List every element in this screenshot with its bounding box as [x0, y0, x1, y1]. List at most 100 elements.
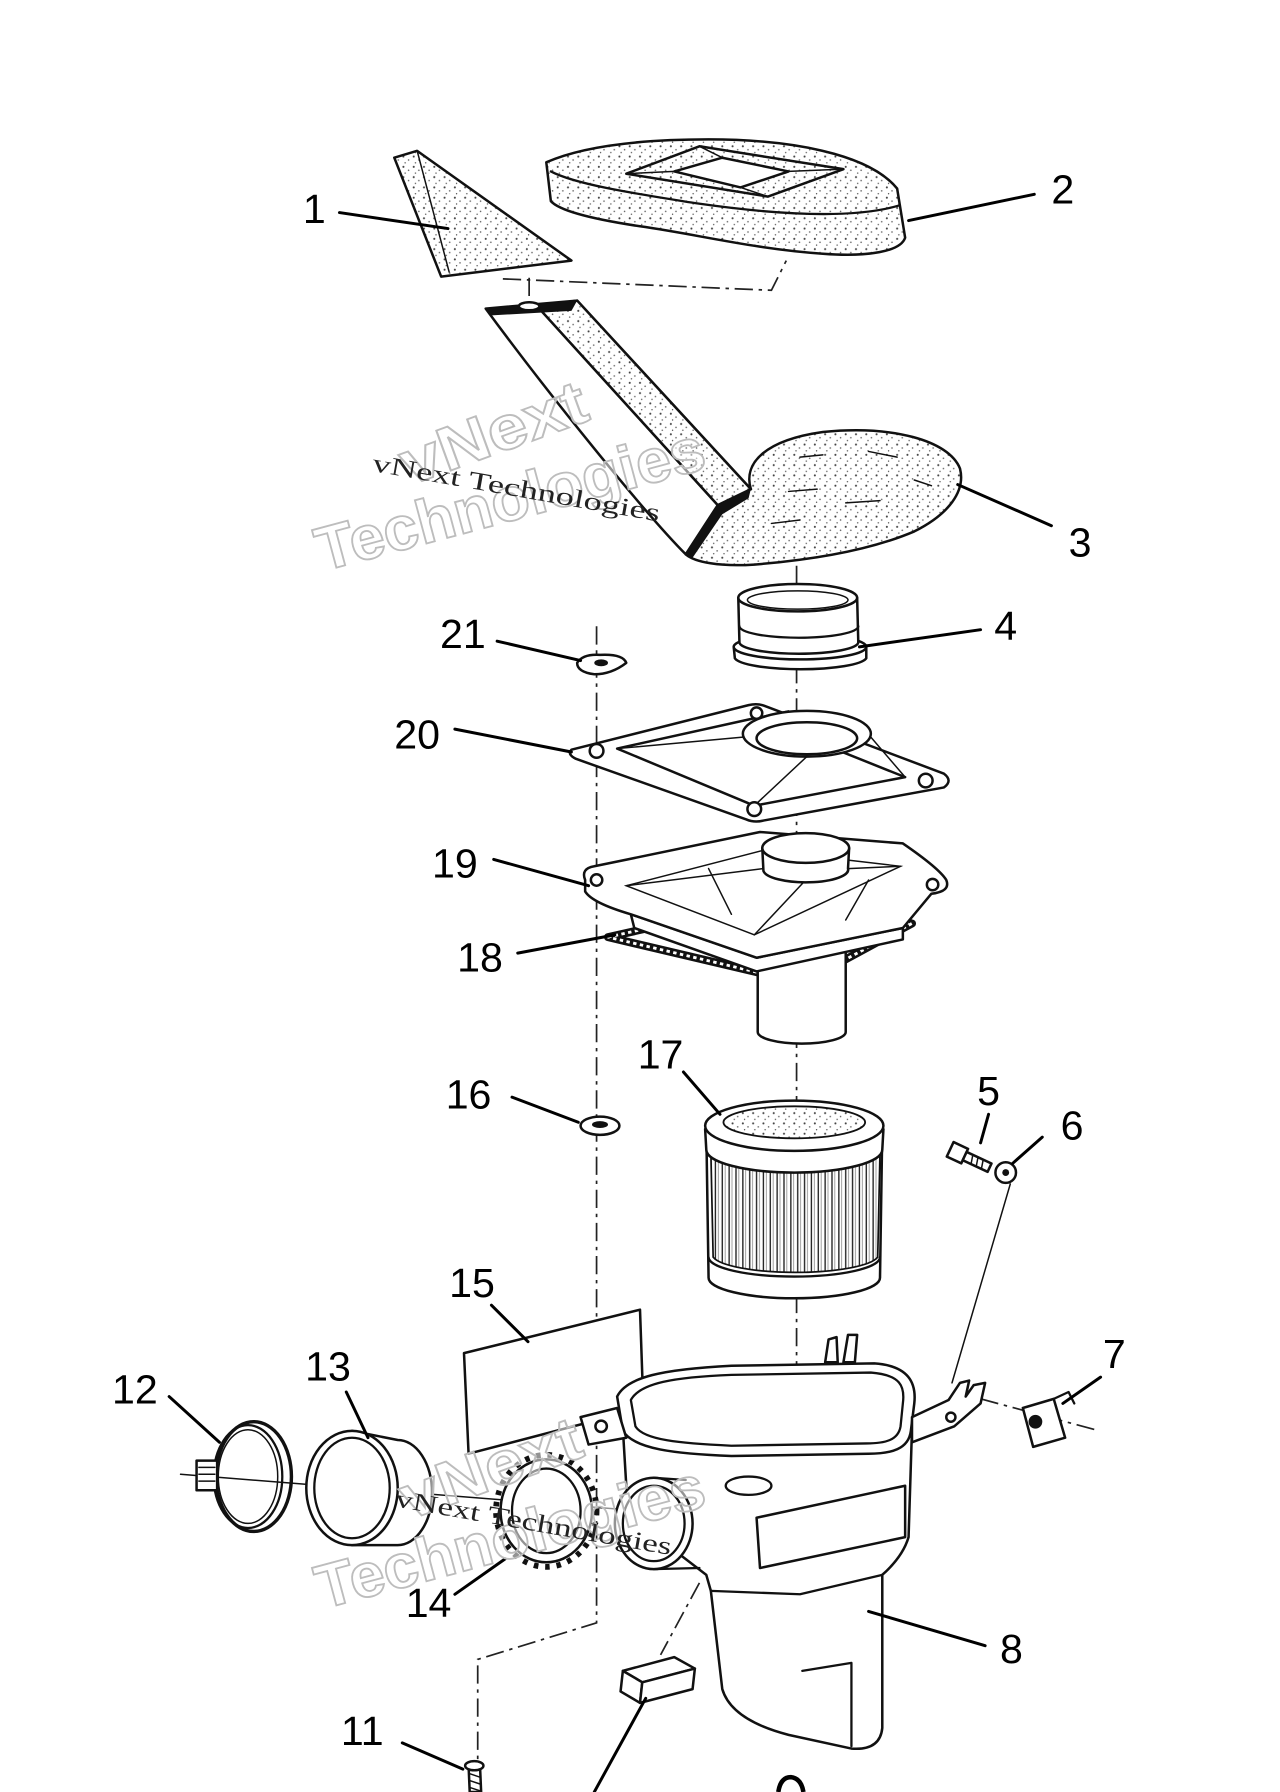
housing-lower-box-edge: [709, 1573, 884, 1596]
plate-hole-bottom: [746, 801, 763, 818]
part-3-cover: [484, 299, 963, 567]
bolt-thread: [970, 1154, 984, 1170]
housing-top-prong-left: [823, 1335, 839, 1364]
lid-neck-opening: [761, 831, 851, 865]
leader-14: [453, 1557, 507, 1596]
coupling-rib: [738, 625, 860, 639]
plate-hole-right: [917, 772, 934, 789]
leader-4: [857, 628, 983, 649]
lid-tab-hole-right: [925, 877, 940, 892]
housing-outlet-opening: [621, 1484, 686, 1563]
boot-front-opening: [313, 1436, 391, 1540]
housing-rim: [615, 1362, 916, 1458]
clamp-band-inner: [217, 1428, 279, 1525]
part-17-filter: [703, 1099, 885, 1300]
clip-nut-hook: [1052, 1390, 1076, 1405]
callout-7: 7: [1103, 1331, 1126, 1377]
plate-neck-opening: [755, 721, 859, 756]
part-21-clip: [575, 653, 628, 676]
cover-dome: [684, 429, 963, 567]
part-19-lid: [582, 830, 949, 1045]
clip-nut-body: [1021, 1397, 1067, 1449]
leader-18: [516, 933, 617, 955]
part-7-clip-nut: [1021, 1390, 1076, 1449]
leader-19: [492, 857, 591, 888]
plate-ridges: [616, 710, 906, 807]
lid-tube: [756, 947, 847, 1045]
callout-21: 21: [440, 611, 486, 657]
foam-pad-top-edge: [549, 170, 900, 216]
cover-fin-bottom-face: [685, 489, 751, 558]
part-12-clamp: [195, 1419, 294, 1534]
flap-edge: [416, 150, 450, 273]
leader-15: [489, 1303, 530, 1344]
callout-3: 3: [1069, 520, 1092, 566]
callout-20: 20: [394, 712, 440, 758]
part-6-washer: [994, 1161, 1018, 1185]
lid-body: [582, 830, 949, 959]
callout-15: 15: [449, 1260, 495, 1306]
callout-19: 19: [432, 841, 478, 887]
callout-13: 13: [305, 1344, 351, 1390]
coupling-top-opening: [737, 582, 859, 613]
housing-bracket-hole: [945, 1411, 957, 1423]
leader-block: [592, 1696, 648, 1792]
housing-emblem: [724, 1475, 773, 1496]
leader-17: [681, 1070, 722, 1116]
cover-fin-crease: [536, 305, 719, 507]
part-1-flap: [393, 149, 573, 278]
callout-14: 14: [406, 1580, 452, 1626]
part-16-nut: [579, 1115, 621, 1137]
clip-nut-hole: [1028, 1414, 1043, 1429]
callout-18: 18: [457, 934, 503, 980]
leader-16: [510, 1095, 580, 1124]
part-4-coupling: [732, 582, 868, 671]
coupling-body: [737, 596, 860, 655]
leader-21: [495, 639, 583, 663]
part-20-plate: [568, 702, 950, 823]
boot-front-ring: [305, 1429, 399, 1547]
ring-body: [499, 1458, 594, 1564]
callout-8: 8: [1000, 1626, 1023, 1672]
filter-bottom-band: [707, 1256, 882, 1278]
coupling-inner-lip: [746, 590, 849, 610]
part-13-boot: [305, 1429, 434, 1547]
part-11-screw: [463, 1759, 485, 1792]
screw-head: [463, 1759, 485, 1772]
callout-4: 4: [994, 603, 1017, 649]
flap-body: [393, 149, 573, 278]
nut-hole: [592, 1121, 608, 1128]
foam-pad-bevel-edges: [625, 145, 845, 198]
callout-6: 6: [1061, 1102, 1084, 1148]
part-8-housing: [579, 1333, 987, 1751]
leader-2: [907, 192, 1036, 223]
leader-20: [453, 727, 573, 754]
housing-top-prong-right: [842, 1333, 859, 1364]
lid-ribs: [625, 865, 902, 936]
leader-11: [400, 1741, 465, 1771]
callout-17: 17: [638, 1032, 684, 1078]
part-5-bolt: [945, 1140, 993, 1174]
screw-thread: [468, 1772, 481, 1792]
callout-5: 5: [977, 1068, 1000, 1114]
cover-fin-hole: [517, 301, 541, 312]
callout-2: 2: [1051, 166, 1074, 212]
plate-hole-left: [588, 742, 605, 759]
callout-11: 11: [341, 1708, 384, 1754]
washer-hole: [1002, 1169, 1010, 1176]
part-block: [619, 1655, 697, 1705]
clamp-screw-housing: [195, 1459, 219, 1492]
leader-7: [1061, 1375, 1103, 1405]
housing-lower-notch: [801, 1661, 853, 1748]
housing-rim-inner: [629, 1371, 905, 1447]
housing-left-tab-hole: [594, 1419, 609, 1434]
leader-12: [167, 1395, 221, 1444]
flap-guide-line: [502, 260, 788, 292]
callout-16: 16: [446, 1072, 492, 1118]
left-axis-line: [476, 626, 598, 1760]
callout-12: 12: [112, 1366, 158, 1412]
clamp-screw-thread: [198, 1466, 216, 1482]
housing-front-band: [755, 1484, 907, 1570]
filter-top-opening: [722, 1105, 867, 1140]
